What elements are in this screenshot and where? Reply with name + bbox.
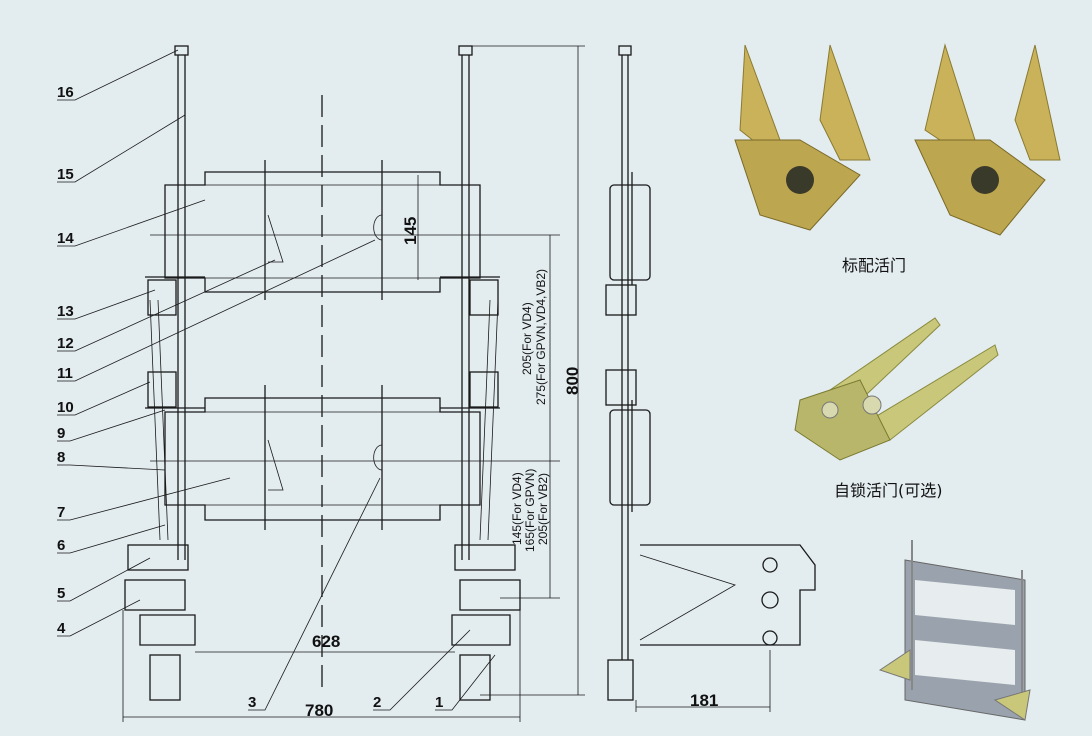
self-locking-shutter-caption: 自锁活门(可选) <box>834 481 943 500</box>
svg-text:8: 8 <box>57 449 65 466</box>
label-13: 13 <box>57 289 156 320</box>
dim-lower-vb2: 205(For VB2) <box>536 473 550 545</box>
svg-text:5: 5 <box>57 585 65 602</box>
dim-upper-other: 275(For GPVN,VD4,VB2) <box>534 269 548 405</box>
label-9: 9 <box>57 409 166 442</box>
dim-inner-width: 628 <box>312 632 340 651</box>
svg-text:12: 12 <box>57 335 74 352</box>
label-15: 15 <box>57 114 186 183</box>
svg-text:3: 3 <box>248 694 256 711</box>
dim-total-height: 800 <box>563 367 582 395</box>
dim-side-depth: 181 <box>690 691 718 710</box>
label-10: 10 <box>57 381 151 416</box>
dim-lower-vd4: 145(For VD4) <box>510 472 524 545</box>
svg-text:10: 10 <box>57 399 74 416</box>
svg-text:7: 7 <box>57 504 65 521</box>
svg-text:6: 6 <box>57 537 65 554</box>
svg-text:4: 4 <box>57 620 66 637</box>
label-5: 5 <box>57 557 151 602</box>
svg-text:14: 14 <box>57 230 74 247</box>
label-14: 14 <box>57 199 206 247</box>
standard-shutter-photo <box>734 43 1061 236</box>
svg-text:11: 11 <box>57 365 73 382</box>
part-labels: 16 15 14 13 12 11 10 9 8 7 6 5 4 3 2 1 <box>57 49 496 711</box>
label-8: 8 <box>57 449 166 471</box>
label-12: 12 <box>57 259 276 352</box>
svg-text:13: 13 <box>57 303 74 320</box>
label-4: 4 <box>57 599 141 637</box>
label-2: 2 <box>373 629 471 711</box>
dimension-lines: 145 800 205(For VD4) 275(For GPVN,VD4,VB… <box>122 45 771 722</box>
label-16: 16 <box>57 49 179 101</box>
svg-text:9: 9 <box>57 425 65 442</box>
dim-total-width: 780 <box>305 701 333 720</box>
label-7: 7 <box>57 477 231 521</box>
dim-upper-vd4: 205(For VD4) <box>520 302 534 375</box>
label-1: 1 <box>435 654 496 711</box>
svg-text:2: 2 <box>373 694 381 711</box>
label-11: 11 <box>57 239 376 382</box>
dim-shutter-height: 145 <box>401 217 420 245</box>
svg-text:15: 15 <box>57 166 74 183</box>
dim-lower-gpvn: 165(For GPVN) <box>523 469 537 552</box>
svg-text:16: 16 <box>57 84 74 101</box>
shutter-assembly-photo <box>878 540 1031 721</box>
self-locking-shutter-photo <box>794 317 999 461</box>
label-6: 6 <box>57 524 166 554</box>
front-view <box>124 45 560 701</box>
side-view <box>605 45 816 701</box>
standard-shutter-caption: 标配活门 <box>842 256 907 275</box>
label-3: 3 <box>248 477 381 711</box>
svg-text:1: 1 <box>435 694 443 711</box>
